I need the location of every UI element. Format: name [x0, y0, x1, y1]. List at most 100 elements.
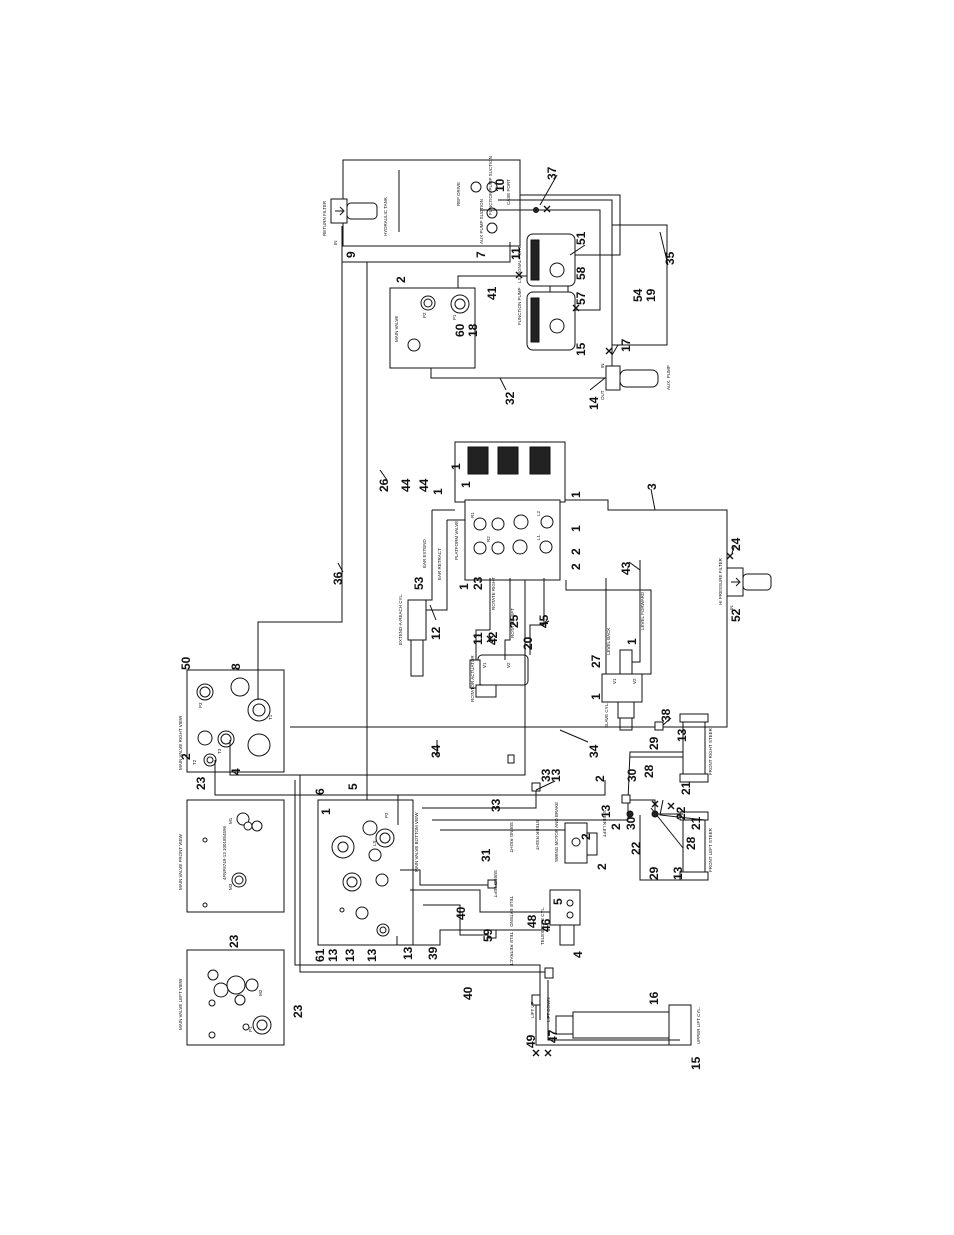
main-valve-top: MAIN VALVE P2 P1: [389, 287, 476, 369]
port-p1-left: P1: [248, 1026, 253, 1032]
leader-lines: [337, 174, 735, 791]
callout-13-d: 13: [671, 866, 685, 880]
aux-pump-out: OUT: [600, 390, 605, 400]
label-ear-extend: EAR EXTEND: [422, 538, 427, 568]
main-valve-front-label: MAIN VALVE FRONT VIEW: [178, 833, 183, 890]
platform-valve: PLATFORM VALVE R1 R2 L1 L2: [454, 441, 566, 581]
callout-23-a: 23: [194, 776, 208, 790]
ref-drive-label: REF DRIVE: [456, 182, 461, 206]
callout-32: 32: [503, 391, 517, 405]
main-valve-right-label: MAIN VALVE RIGHT VIEW: [178, 715, 183, 770]
label-tele-retract: TELE RETRACT: [509, 932, 514, 966]
callout-2-sm-b: 2: [595, 863, 609, 870]
callout-43: 43: [619, 561, 633, 575]
callout-42: 42: [486, 631, 500, 645]
port-m1: M1: [228, 817, 233, 824]
callout-24: 24: [729, 537, 743, 551]
port-r2: R2: [486, 536, 491, 542]
callout-1-h: 1: [589, 693, 603, 700]
front-left-steer-label: FRONT LEFT STEER: [708, 827, 713, 872]
callout-29-b: 29: [647, 866, 661, 880]
aux-pump-label: AUX. PUMP: [666, 365, 671, 390]
callout-17: 17: [619, 338, 633, 352]
callout-1-e: 1: [569, 525, 583, 532]
callout-37: 37: [545, 166, 559, 180]
main-valve-front-view: MAIN VALVE FRONT VIEW 4FNF6749-13 100185…: [178, 799, 285, 913]
callout-14: 14: [587, 396, 601, 410]
callout-1-f: 1: [457, 583, 471, 590]
label-rotate-left: ROTATE LEFT: [510, 608, 515, 638]
callout-44-a: 44: [399, 478, 413, 492]
callout-1-d: 1: [569, 491, 583, 498]
callout-21-a: 21: [679, 781, 693, 795]
callout-4-tc: 4: [571, 951, 585, 958]
hi-pressure-filter: HI PRESSURE FILTER IN: [718, 557, 772, 611]
aux-pump-suction-label: AUX PUMP SUCTION: [479, 199, 484, 244]
callout-52: 52: [729, 608, 743, 622]
callout-12: 12: [429, 626, 443, 640]
callout-13-f: 13: [343, 948, 357, 962]
function-pump-label: FUNCTION PUMP: [517, 288, 522, 326]
label-swing-right: SWING RIGHT: [509, 822, 514, 853]
hose-lines: [214, 194, 728, 1046]
callout-25: 25: [507, 614, 521, 628]
callout-59: 59: [481, 928, 495, 942]
callout-22-a: 22: [629, 841, 643, 855]
label-lift-down: LIFT DOWN: [546, 997, 551, 1022]
callout-51: 51: [574, 231, 588, 245]
telescope-cyl: TELESCOPE CYL.: [540, 889, 581, 946]
callout-2-sm-a: 2: [579, 833, 593, 840]
return-filter-label: RETURN FILTER: [322, 200, 327, 236]
callout-1-g: 1: [625, 638, 639, 645]
aux-pump-in: IN: [600, 364, 605, 369]
extend-a-reach-label: EXTEND-A-REACH CYL.: [398, 594, 403, 645]
callout-13-b: 13: [549, 768, 563, 782]
front-left-steer: FRONT LEFT STEER: [679, 811, 713, 881]
label-ear-retract: EAR RETRACT: [437, 548, 442, 580]
callout-23-b: 23: [227, 934, 241, 948]
callout-40-b: 40: [461, 986, 475, 1000]
upper-lift-label: UPPER LIFT CYL.: [696, 1007, 701, 1044]
callout-2-rv: 2: [179, 753, 193, 760]
callout-15-bottom: 15: [689, 1056, 703, 1070]
extend-a-reach-cyl: EXTEND-A-REACH CYL.: [398, 594, 427, 677]
port-v2-slave: V2: [632, 678, 637, 684]
hydraulic-tank: HYDRAULIC TANK CASE PORT REF DRIVE FUNCT…: [342, 156, 521, 247]
port-v1-slave: V1: [612, 678, 617, 684]
callout-38: 38: [659, 708, 673, 722]
callout-21-b: 21: [689, 816, 703, 830]
callout-11-mid: 11: [471, 632, 485, 645]
callout-2-top: 2: [394, 276, 408, 283]
callout-23-pv: 23: [471, 576, 485, 590]
platform-valve-label: PLATFORM VALVE: [454, 521, 459, 560]
callout-30-a: 30: [625, 768, 639, 782]
callout-49: 49: [524, 1034, 538, 1048]
port-p2-top: P2: [422, 312, 427, 318]
label-level-back: LEVEL BACK: [606, 628, 611, 655]
callout-10: 10: [493, 178, 507, 192]
callout-44-b: 44: [417, 478, 431, 492]
callout-33-b: 33: [489, 798, 503, 812]
callout-27: 27: [589, 654, 603, 668]
port-l1: L1: [536, 534, 541, 540]
callout-47: 47: [546, 1029, 560, 1043]
label-steer-left: STEER LEFT: [602, 810, 607, 838]
case-port-label: CASE PORT: [506, 179, 511, 205]
callout-33-a: 33: [539, 768, 553, 782]
telescope-cyl-label: TELESCOPE CYL.: [540, 907, 545, 945]
hi-filter-in: IN: [729, 606, 734, 611]
main-valve-right-view: MAIN VALVE RIGHT VIEW P3 T1 T3 T2: [178, 669, 285, 773]
port-p2-bottom: P2: [384, 812, 389, 818]
upper-lift-cyl: UPPER LIFT CYL.: [555, 1004, 701, 1046]
port-t2: T2: [192, 759, 197, 765]
function-pump: LS SIGNAL PORT FUNCTION PUMP: [517, 233, 576, 351]
callout-5-mvb: 5: [346, 783, 360, 790]
callout-48: 48: [525, 914, 539, 928]
fittings: [487, 721, 664, 1006]
label-steer-right: STEER RIGHT: [535, 820, 540, 851]
main-valve-top-label: MAIN VALVE: [394, 316, 399, 342]
callout-13-c: 13: [599, 804, 613, 818]
callout-2-pv-a: 2: [569, 548, 583, 555]
callout-9: 9: [344, 251, 358, 258]
